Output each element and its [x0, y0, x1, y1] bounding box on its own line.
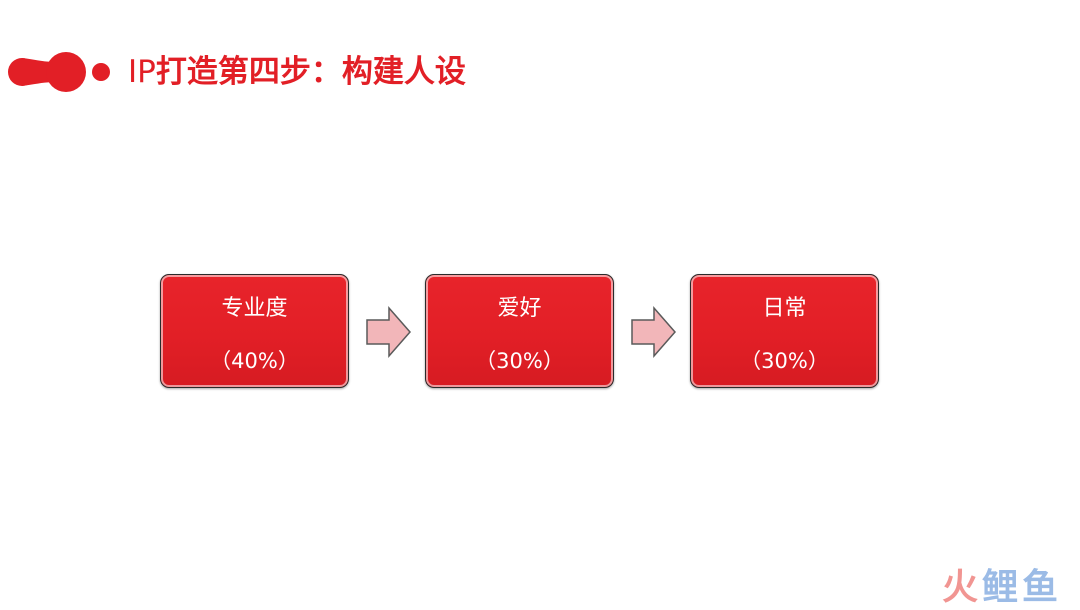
page-title-main: 打造第四步：构建人设	[155, 54, 466, 90]
page-title-prefix: IP	[128, 54, 156, 90]
right-arrow-icon	[366, 306, 411, 358]
step-box-daily-life: 日常 （30%）	[690, 274, 879, 388]
step-box-hobbies: 爱好 （30%）	[425, 274, 614, 388]
step-percentage: （30%）	[740, 349, 829, 373]
watermark-char-carp: 鲤	[981, 567, 1018, 608]
watermark-char-fish: 鱼	[1021, 567, 1058, 608]
step-percentage: （40%）	[210, 349, 299, 373]
step-percentage: （30%）	[475, 349, 564, 373]
step-label: 日常	[762, 296, 807, 321]
step-box-professionalism: 专业度 （40%）	[160, 274, 349, 388]
watermark-logo: 火 鲤 鱼	[938, 564, 1058, 608]
right-arrow-icon	[631, 306, 676, 358]
step-label: 爱好	[497, 296, 542, 321]
watermark-char-fire: 火	[941, 567, 978, 608]
step-label: 专业度	[221, 296, 288, 321]
logo-dots-icon	[8, 52, 110, 92]
page-title: IP打造第四步：构建人设	[128, 50, 466, 94]
